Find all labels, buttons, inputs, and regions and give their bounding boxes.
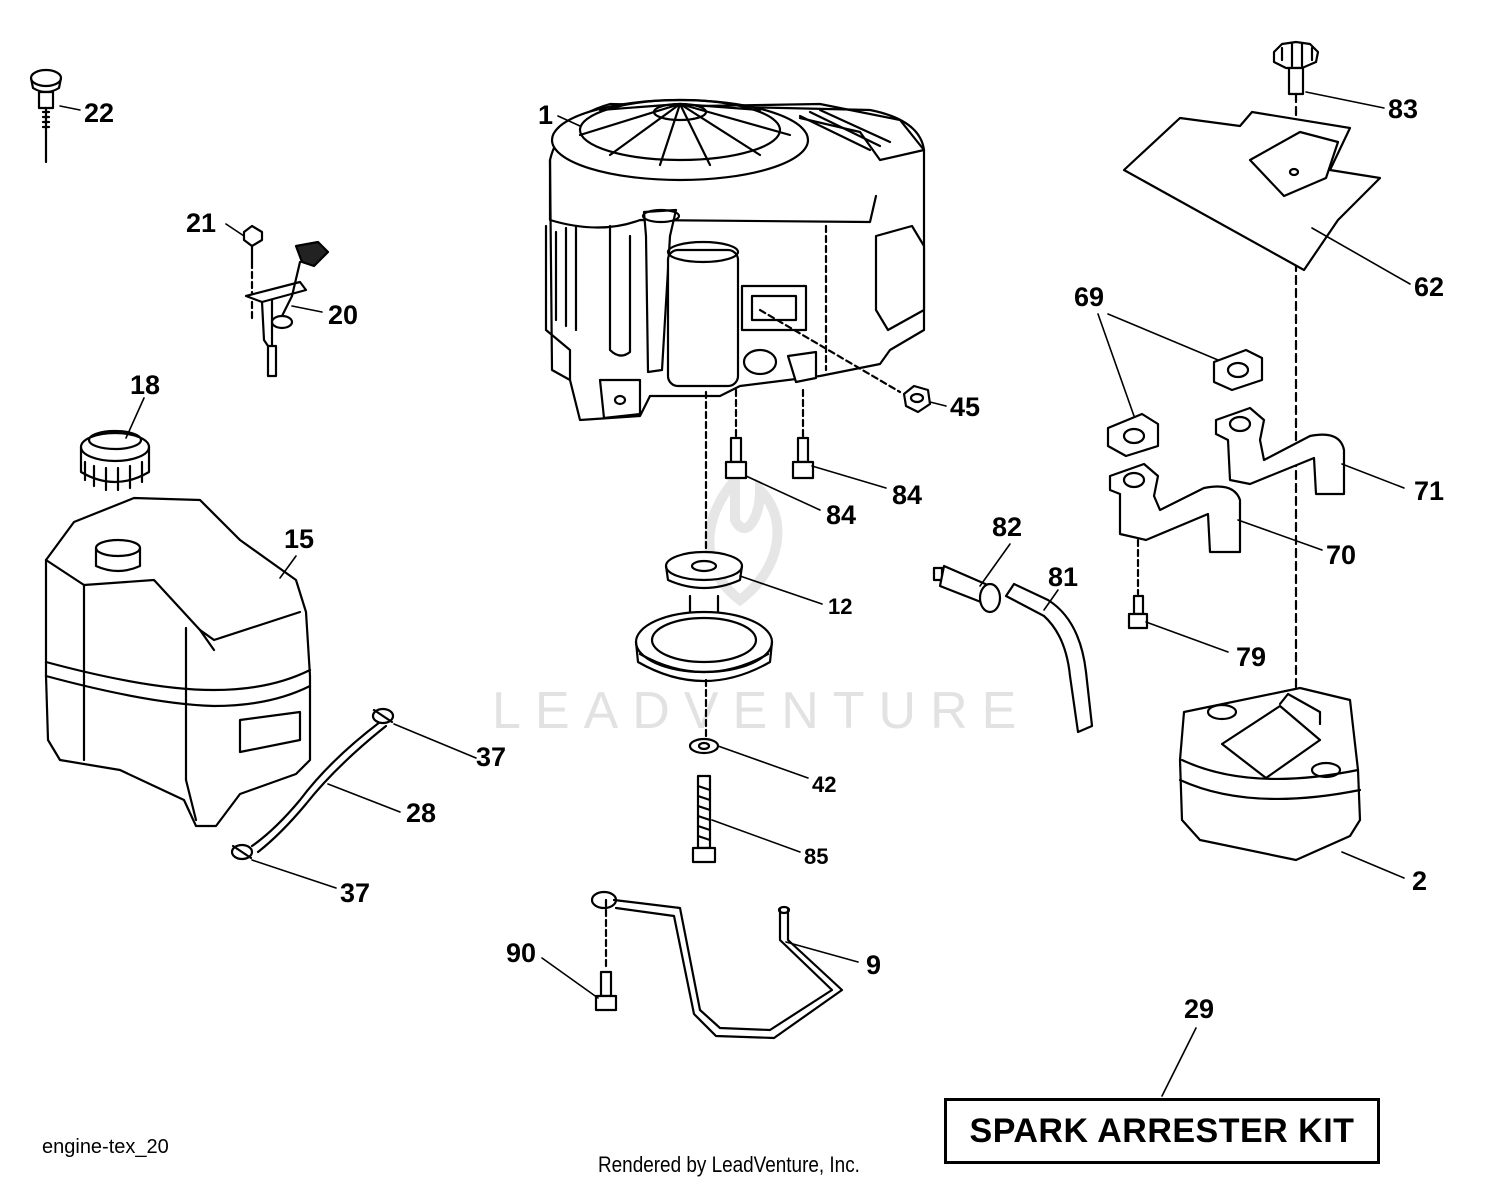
part-90-bolt[interactable] [594, 898, 618, 1012]
part-15-fuel-tank[interactable] [44, 496, 312, 828]
part-37-clamp-upper[interactable] [371, 707, 395, 725]
watermark-logo [704, 466, 783, 607]
part-20-bracket[interactable] [244, 240, 330, 378]
callout-81: 81 [1048, 562, 1078, 592]
part-21-bolt[interactable] [242, 224, 264, 322]
callout-45: 45 [950, 392, 980, 422]
callout-9: 9 [866, 950, 881, 980]
callout-90: 90 [506, 938, 536, 968]
callout-69: 69 [1074, 282, 1104, 312]
callout-18: 18 [130, 370, 160, 400]
callout-62: 62 [1414, 272, 1444, 302]
callout-37-lower: 37 [340, 878, 370, 908]
part-1-engine[interactable] [544, 98, 926, 422]
callout-29: 29 [1184, 994, 1214, 1024]
part-12-pulley[interactable] [634, 390, 774, 742]
spark-arrester-kit-box[interactable]: SPARK ARRESTER KIT [944, 1098, 1380, 1164]
part-69-gasket-upper[interactable] [1212, 348, 1264, 392]
credit-text: Rendered by LeadVenture, Inc. [598, 1152, 860, 1177]
part-69-gasket-lower[interactable] [1106, 412, 1160, 458]
callout-15: 15 [284, 524, 314, 554]
part-45-nut[interactable] [902, 384, 932, 414]
part-84-bolt-left[interactable] [724, 388, 748, 480]
callout-42: 42 [812, 772, 836, 797]
part-79-bolt[interactable] [1127, 538, 1149, 630]
callout-85: 85 [804, 844, 828, 869]
part-83-screw[interactable] [1272, 40, 1320, 702]
callout-37-upper: 37 [476, 742, 506, 772]
part-22-knob[interactable] [29, 68, 63, 164]
part-84-bolt-right[interactable] [791, 388, 815, 480]
callout-83: 83 [1388, 94, 1418, 124]
callout-28: 28 [406, 798, 436, 828]
callout-82: 82 [992, 512, 1022, 542]
part-18-fuel-cap[interactable] [79, 429, 151, 492]
callout-12: 12 [828, 594, 852, 619]
callout-21: 21 [186, 208, 216, 238]
callout-71: 71 [1414, 476, 1444, 506]
spark-arrester-kit-label: SPARK ARRESTER KIT [969, 1111, 1355, 1150]
part-62-heat-shield[interactable] [1122, 110, 1382, 272]
part-2-muffler[interactable] [1178, 686, 1362, 862]
callout-22: 22 [84, 98, 114, 128]
callout-1: 1 [538, 100, 553, 130]
callout-84-left: 84 [826, 500, 856, 530]
part-37-clamp-lower[interactable] [230, 843, 254, 861]
part-81-hose[interactable] [1004, 582, 1094, 734]
part-70-exhaust-pipe[interactable] [1108, 462, 1242, 554]
callout-70: 70 [1326, 540, 1356, 570]
part-82-fitting[interactable] [932, 564, 1002, 614]
leader-lines [59, 91, 1411, 1097]
callout-20: 20 [328, 300, 358, 330]
part-85-bolt[interactable] [691, 774, 717, 864]
callout-2: 2 [1412, 866, 1427, 896]
part-71-exhaust-pipe[interactable] [1214, 406, 1346, 496]
part-9-rod[interactable] [590, 890, 844, 1040]
callout-labels: 22 21 20 18 15 37 28 37 1 45 84 84 12 42… [84, 94, 1444, 1024]
diagram-id: engine-tex_20 [42, 1136, 169, 1158]
watermark: LEADVENTURE [492, 682, 1030, 740]
part-42-washer[interactable] [688, 737, 720, 755]
part-28-fuel-line[interactable] [250, 720, 388, 854]
callout-84-right: 84 [892, 480, 922, 510]
callout-79: 79 [1236, 642, 1266, 672]
